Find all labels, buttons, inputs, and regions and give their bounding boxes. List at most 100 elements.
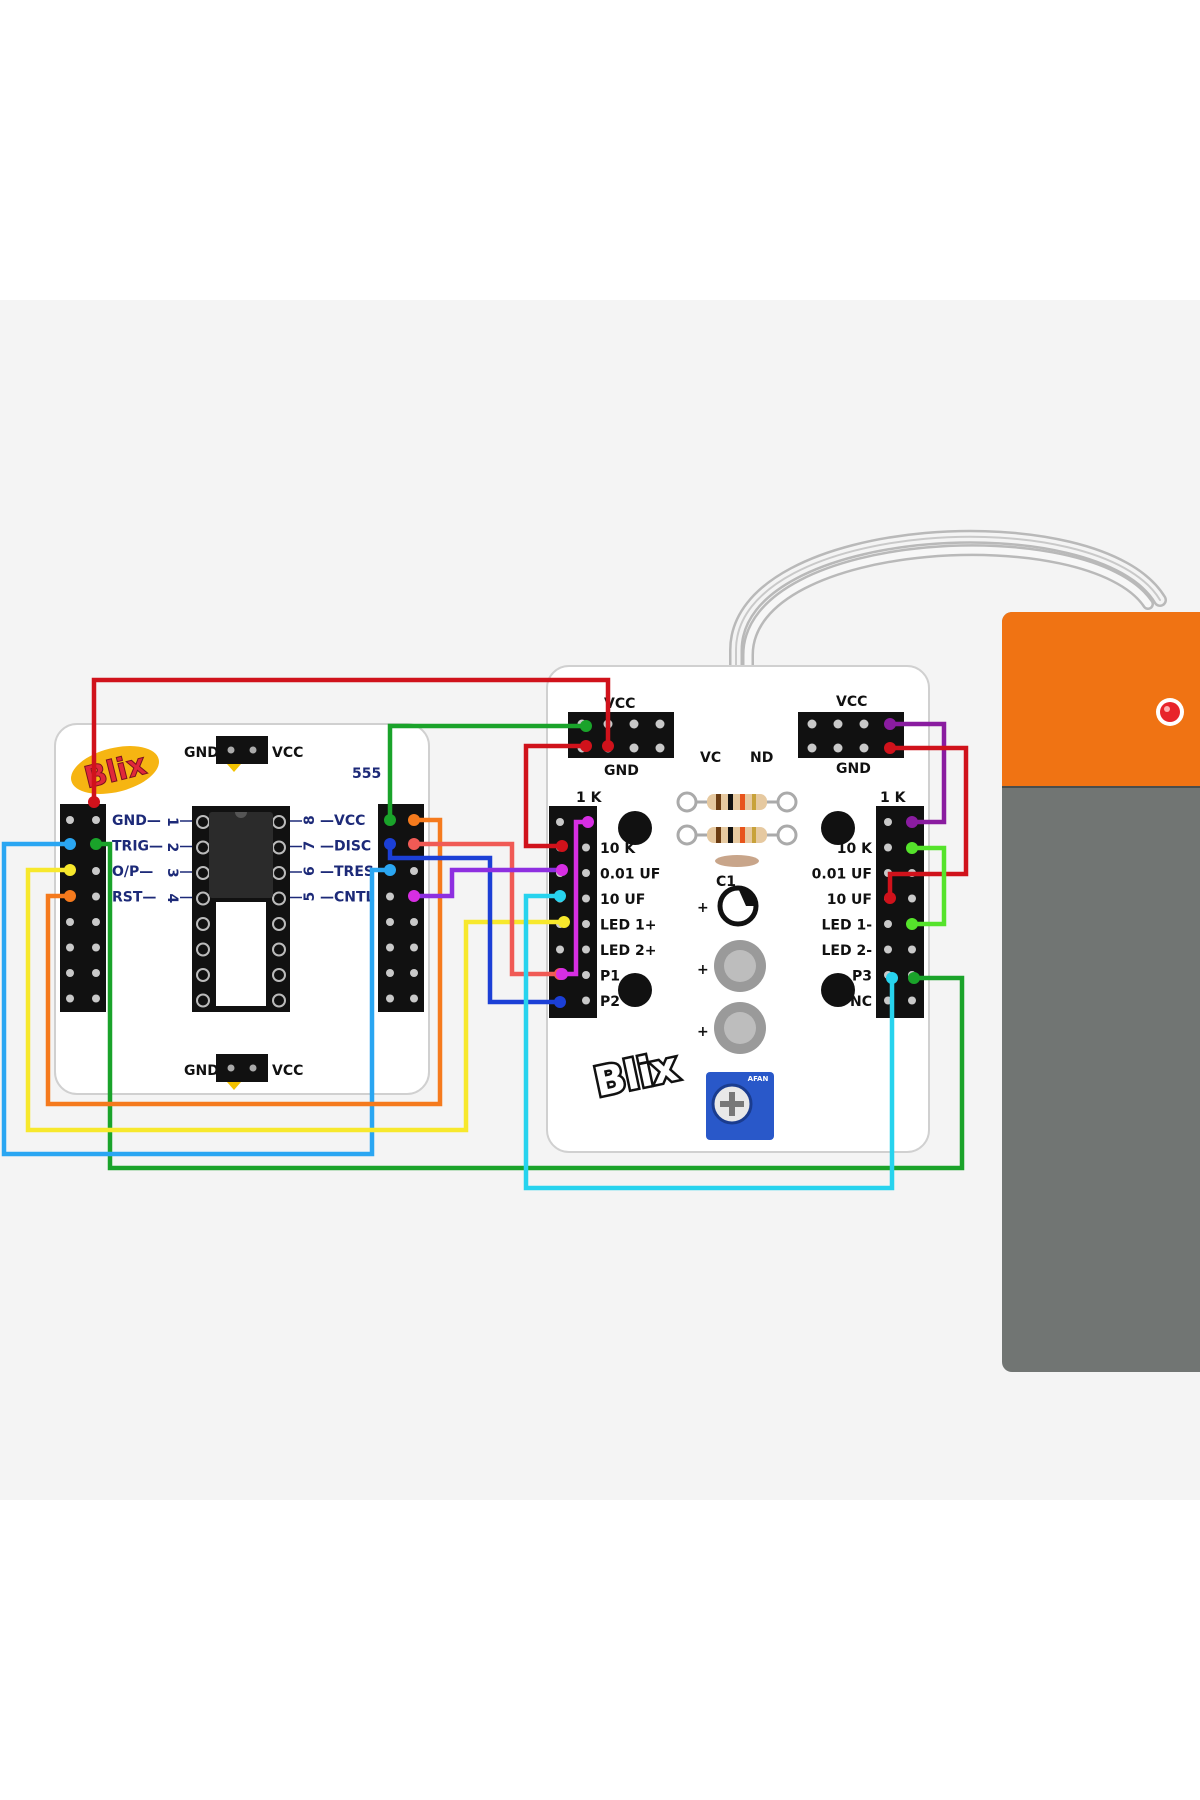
wire-end-dot [602,740,614,752]
wire-end-dot [886,972,898,984]
socket-hole [196,815,210,829]
component-hole [884,818,892,826]
left-block-label: P1 [600,969,620,985]
resistors [676,791,798,867]
right-block-label: 10 UF [827,892,872,908]
wire-end-dot [580,740,592,752]
right-vcc-label: VCC [836,694,867,710]
pin-number-left: 4 [164,894,180,904]
socket-hole [196,968,210,982]
wire-end-dot [580,720,592,732]
wire-purple-right-vcc [887,721,947,825]
wire-end-dot [64,890,76,902]
battery-body [1002,612,1200,1372]
power-hole [833,743,843,753]
left-block-label: P2 [600,994,620,1010]
wire-green-trig [93,841,965,1171]
power-hole [833,719,843,729]
pin-number-right: 8 [302,815,318,825]
socket-hole [196,942,210,957]
left-block-label: 10 UF [600,892,645,908]
power-hole [807,743,817,753]
pin-label-left: GND— [112,813,161,829]
right-gnd-label: GND [836,761,871,777]
right-block-label: 10 K [837,841,873,857]
pin-number-left: 3 [164,868,180,878]
component-hole [582,843,590,852]
wire-lime-right [909,845,947,927]
component-hole [908,894,916,903]
plus-sign-2: + [697,962,709,978]
wire-red-right-gnd [887,745,969,901]
header-hole [66,943,74,952]
header-hole [386,969,394,977]
battery-pack [1002,612,1200,1372]
component-hole [908,996,916,1005]
center-nd-label: ND [750,750,773,766]
wire-end-dot [384,864,396,876]
board-title: 555 [352,766,381,782]
header-hole [92,892,100,901]
wire-end-dot [558,916,570,928]
battery-led-icon [1160,702,1180,722]
wire-purple-tres [411,867,565,899]
left-block-header: 1 K [576,790,603,806]
header-hole [410,994,418,1003]
header-hole [92,816,100,824]
header-hole [92,867,100,875]
header-hole [386,994,394,1003]
wire-end-dot [884,742,896,754]
wire-end-dot [906,918,918,930]
wire-end-dot [64,864,76,876]
right-block-label: NC [850,994,872,1010]
wire-end-dot [556,968,568,980]
pot-label: AFAN [748,1075,769,1083]
power-hole [655,719,665,729]
pin-label-left: O/P— [112,864,153,880]
header-hole [410,943,418,952]
pin-number-right: 6 [302,866,318,876]
pin-label-left: RST— [112,890,156,906]
left-block-label: LED 2+ [600,943,656,959]
header-hole [410,969,418,977]
power-hole [655,743,665,753]
wire-ends [64,718,920,1008]
component-hole [582,869,590,877]
battery-cap [1002,612,1200,787]
left-block-label: 10 K [600,841,636,857]
ic-555-chip [209,812,273,898]
wire-cyan-left [523,893,895,1191]
socket-hole [272,866,286,880]
component-hole [582,945,590,954]
header-hole [386,918,394,926]
component-hole [582,971,590,979]
socket-hole [272,891,286,906]
wire-end-dot [556,864,568,876]
wire-end-dot [384,838,396,850]
right-block-label: P3 [852,969,872,985]
pin-number-right: 7 [302,841,318,851]
jumper-wires [1,677,969,1191]
header-hole [66,918,74,926]
wire-end-dot [556,840,568,852]
pin-label-right: —CNTL [320,890,375,906]
wire-end-dot [408,814,420,826]
component-hole [582,894,590,903]
socket-hole [272,815,286,829]
wire-skyblue-trig [1,841,393,1157]
socket-hole [196,840,210,855]
socket-hole [272,993,286,1008]
wire-end-dot [384,814,396,826]
power-hole [859,719,869,729]
header-hole [92,994,100,1003]
component-hole [908,945,916,954]
wire-end-dot [90,838,102,850]
wire-end-dot [408,838,420,850]
led-2-icon [821,811,855,845]
component-hole [556,818,564,826]
wire-salmon-disc [411,841,563,977]
power-hole [859,743,869,753]
socket-hole [196,891,210,906]
board-555: Blix 555 GND VCC GND VCC GND—1TRIG—2O/P—… [54,723,430,1095]
header-hole [386,892,394,901]
